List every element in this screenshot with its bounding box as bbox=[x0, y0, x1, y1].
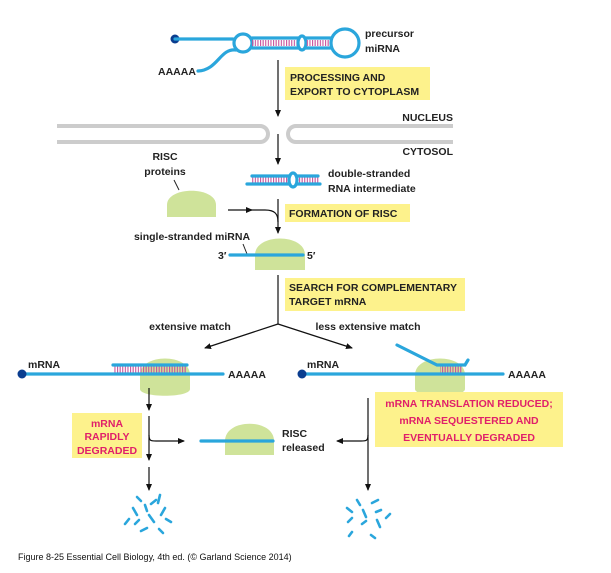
processing-line-2: EXPORT TO CYTOPLASM bbox=[290, 86, 419, 98]
nucleus-label: NUCLEUS bbox=[402, 112, 453, 124]
precursor-label-2: miRNA bbox=[365, 43, 400, 55]
formation-label: FORMATION OF RISC bbox=[289, 208, 398, 220]
outcome-left-3: DEGRADED bbox=[77, 445, 138, 457]
risc-released: RISC released bbox=[199, 423, 325, 455]
outcome-right-3: EVENTUALLY DEGRADED bbox=[403, 432, 535, 444]
mrna-tail-right: AAAAA bbox=[508, 369, 546, 381]
outcome-left-box: mRNA RAPIDLY DEGRADED bbox=[72, 413, 142, 458]
risc-released-2: released bbox=[282, 442, 325, 454]
precursor-tail: AAAAA bbox=[158, 66, 196, 78]
outcome-right-1: mRNA TRANSLATION REDUCED; bbox=[385, 398, 552, 410]
step-formation-box: FORMATION OF RISC bbox=[285, 204, 410, 222]
mrna-extensive-match: mRNA AAAAA bbox=[17, 358, 266, 396]
degraded-fragments-right bbox=[345, 498, 392, 540]
search-line-1: SEARCH FOR COMPLEMENTARY bbox=[289, 282, 457, 294]
branch-left-label: extensive match bbox=[149, 321, 231, 333]
outcome-right-2: mRNA SEQUESTERED AND bbox=[399, 415, 539, 427]
end-3prime: 3′ bbox=[218, 250, 227, 262]
cytosol-label: CYTOSOL bbox=[402, 146, 453, 158]
figure-caption: Figure 8-25 Essential Cell Biology, 4th … bbox=[18, 552, 292, 562]
ds-label-1: double-stranded bbox=[328, 168, 410, 180]
cap-dot-icon bbox=[17, 369, 27, 379]
risc-label-1: RISC bbox=[152, 151, 178, 163]
risc-label-2: proteins bbox=[144, 166, 186, 178]
ds-rna-intermediate: double-stranded RNA intermediate bbox=[245, 168, 416, 195]
ds-label-2: RNA intermediate bbox=[328, 183, 416, 195]
arrow-less-extensive bbox=[277, 323, 353, 350]
risc-protein-blob bbox=[167, 190, 216, 217]
outcome-right-box: mRNA TRANSLATION REDUCED; mRNA SEQUESTER… bbox=[375, 392, 563, 447]
end-5prime: 5′ bbox=[307, 250, 316, 262]
risc-proteins: RISC proteins bbox=[144, 151, 216, 217]
degraded-fragments-left bbox=[123, 493, 173, 535]
risc-released-1: RISC bbox=[282, 428, 308, 440]
step-search-box: SEARCH FOR COMPLEMENTARY TARGET mRNA bbox=[285, 278, 465, 311]
arrow-right-release bbox=[336, 434, 369, 444]
risc-complex: single-stranded miRNA 3′ 5′ bbox=[134, 231, 316, 270]
single-strand-label: single-stranded miRNA bbox=[134, 231, 251, 243]
arrow-risc-join bbox=[228, 209, 279, 223]
mrna-label-right: mRNA bbox=[307, 359, 340, 371]
step-processing-box: PROCESSING AND EXPORT TO CYTOPLASM bbox=[285, 67, 430, 100]
precursor-label-1: precursor bbox=[365, 28, 414, 40]
outcome-left-1: mRNA bbox=[91, 418, 124, 430]
arrow-left-release bbox=[148, 434, 185, 444]
precursor-mirna: AAAAA precursor miRNA bbox=[158, 27, 414, 78]
processing-line-1: PROCESSING AND bbox=[290, 72, 386, 84]
mrna-label-left: mRNA bbox=[28, 359, 61, 371]
mrna-tail-left: AAAAA bbox=[228, 369, 266, 381]
nuclear-membrane: NUCLEUS CYTOSOL bbox=[57, 112, 454, 158]
arrow-extensive bbox=[204, 323, 279, 349]
cap-dot-icon bbox=[297, 369, 307, 379]
branch-right-label: less extensive match bbox=[315, 321, 420, 333]
mrna-less-extensive-match: mRNA AAAAA bbox=[297, 343, 546, 396]
outcome-left-2: RAPIDLY bbox=[84, 431, 129, 443]
search-line-2: TARGET mRNA bbox=[289, 296, 367, 308]
